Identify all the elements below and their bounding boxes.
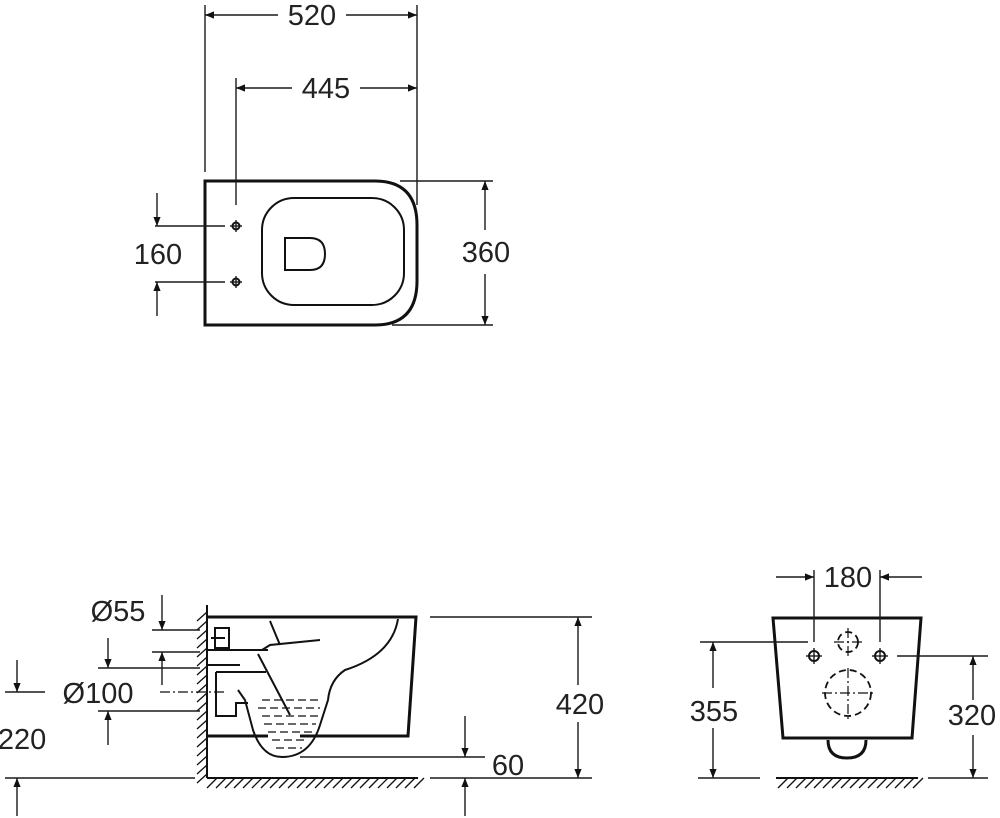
hatch-line <box>341 777 353 789</box>
hatch-line <box>196 638 208 649</box>
hatch-line <box>822 777 834 789</box>
hatch-line <box>196 737 208 748</box>
hatch-line <box>786 777 798 789</box>
outlet-hole-icon <box>822 668 874 722</box>
bolt-hole-icon <box>806 648 888 664</box>
hatch-line <box>858 777 870 789</box>
hatch-line <box>196 764 208 775</box>
top-view: 520 445 360 160 <box>134 0 510 327</box>
hatch-line <box>404 777 416 789</box>
hatch-line <box>206 777 218 789</box>
hatch-line <box>867 777 879 789</box>
dim-360: 360 <box>462 237 510 269</box>
outlet-shape <box>284 237 327 271</box>
hatch-line <box>196 746 208 757</box>
dim-160: 160 <box>134 239 182 271</box>
dim-355: 355 <box>690 696 738 728</box>
hatch-line <box>305 777 317 789</box>
hatch-line <box>795 777 807 789</box>
hatch-line <box>251 777 263 789</box>
dim-445: 445 <box>302 73 350 105</box>
hatch-line <box>196 629 208 640</box>
wall-hatch <box>196 611 208 784</box>
hatch-line <box>894 777 906 789</box>
hatch-line <box>224 777 236 789</box>
hatch-line <box>196 728 208 739</box>
hatch-line <box>196 665 208 676</box>
hatch-line <box>323 777 335 789</box>
hatch-line <box>196 611 208 622</box>
hatch-line <box>196 692 208 703</box>
hatch-line <box>903 777 915 789</box>
hatch-line <box>278 777 290 789</box>
hatch-line <box>395 777 407 789</box>
hatch-line <box>196 701 208 712</box>
water-level-dashes <box>258 699 322 749</box>
hatch-line <box>196 647 208 658</box>
hatch-line <box>876 777 888 789</box>
dim-420: 420 <box>556 689 604 721</box>
fixing-hole-icon <box>230 220 242 288</box>
toilet-body-side <box>207 615 418 738</box>
hatch-line <box>359 777 371 789</box>
hatch-line <box>233 777 245 789</box>
hatch-line <box>196 755 208 766</box>
hatch-line <box>777 777 789 789</box>
hatch-line <box>260 777 272 789</box>
dim-180: 180 <box>824 562 872 594</box>
hatch-line <box>196 620 208 631</box>
floor-hatch-front <box>777 777 924 789</box>
hatch-line <box>196 710 208 721</box>
hatch-line <box>386 777 398 789</box>
hatch-line <box>849 777 861 789</box>
hatch-line <box>912 777 924 789</box>
hatch-line <box>413 777 425 789</box>
outlet-pipe <box>215 671 266 717</box>
seat-outline <box>261 197 405 306</box>
front-view: 180 355 320 <box>690 562 996 789</box>
toilet-body-front <box>771 616 923 740</box>
hatch-line <box>314 777 326 789</box>
toilet-outline-top <box>203 179 419 327</box>
hatch-line <box>215 777 227 789</box>
hatch-line <box>269 777 281 789</box>
side-view: Ø55 Ø100 220 420 60 <box>0 595 604 816</box>
hatch-line <box>287 777 299 789</box>
hatch-line <box>885 777 897 789</box>
dim-520: 520 <box>288 0 336 32</box>
dim-320: 320 <box>948 700 996 732</box>
dim-d55: Ø55 <box>91 596 146 628</box>
trap-inner <box>207 620 321 716</box>
hatch-line <box>350 777 362 789</box>
dim-d100: Ø100 <box>63 678 134 710</box>
bowl-bottom-front <box>826 739 868 760</box>
hatch-line <box>377 777 389 789</box>
hatch-line <box>196 773 208 784</box>
hatch-line <box>242 777 254 789</box>
floor-hatch-side <box>206 777 425 789</box>
hatch-line <box>840 777 852 789</box>
hatch-line <box>296 777 308 789</box>
hatch-line <box>196 674 208 685</box>
hatch-line <box>831 777 843 789</box>
hatch-line <box>196 656 208 667</box>
hatch-line <box>368 777 380 789</box>
hatch-line <box>813 777 825 789</box>
dim-60: 60 <box>492 750 524 782</box>
hatch-line <box>332 777 344 789</box>
hatch-line <box>804 777 816 789</box>
inlet-hole-icon <box>834 628 862 658</box>
bowl-curve <box>237 618 399 759</box>
hatch-line <box>196 719 208 730</box>
dim-220: 220 <box>0 724 46 756</box>
